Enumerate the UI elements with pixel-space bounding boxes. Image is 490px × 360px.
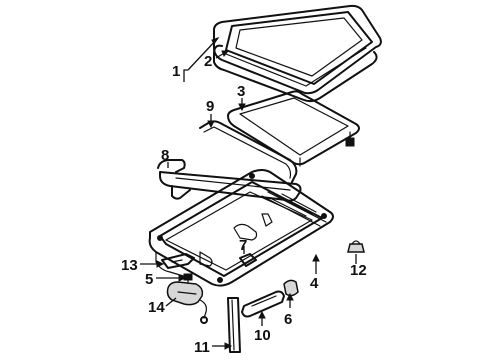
drain-tube-strip: [227, 297, 241, 353]
callout-label: 13: [121, 257, 138, 274]
callout-label: 14: [148, 299, 165, 316]
callout-label: 10: [254, 327, 271, 344]
sunshade-panel: [227, 90, 360, 167]
switch-trim: [241, 290, 285, 318]
callout-3: 3: [237, 83, 246, 112]
callout-14: 14: [148, 297, 177, 316]
callout-13: 13: [121, 257, 165, 274]
callout-label: 11: [194, 339, 210, 356]
callout-1: 1: [172, 37, 220, 82]
callout-6: 6: [284, 292, 294, 328]
callout-label: 8: [161, 147, 169, 164]
callout-label: 9: [206, 98, 214, 115]
callout-4: 4: [310, 253, 320, 292]
glass-panel-assembly: [213, 4, 382, 103]
retaining-clip: [239, 253, 257, 267]
front-seal-strip: [199, 120, 298, 183]
callout-label: 7: [239, 237, 247, 254]
callout-label: 12: [350, 262, 367, 279]
callout-12: 12: [350, 254, 367, 279]
sunroof-frame-housing: [148, 169, 334, 287]
drain-grommet: [347, 240, 365, 253]
callout-5: 5: [145, 271, 187, 288]
mounting-bracket: [161, 253, 195, 269]
callout-label: 1: [172, 63, 180, 80]
callout-11: 11: [194, 339, 233, 356]
callout-label: 3: [237, 83, 245, 100]
callout-label: 2: [204, 53, 212, 70]
wind-deflector: [157, 159, 302, 202]
callout-7: 7: [239, 237, 247, 254]
crank-handle: [283, 279, 299, 297]
callout-label: 5: [145, 271, 153, 288]
callout-label: 6: [284, 311, 292, 328]
callout-2: 2: [204, 50, 230, 70]
callout-10: 10: [254, 310, 271, 344]
callout-9: 9: [206, 98, 215, 129]
callout-8: 8: [161, 147, 169, 168]
sunroof-motor: [166, 281, 208, 324]
callout-label: 4: [310, 275, 319, 292]
